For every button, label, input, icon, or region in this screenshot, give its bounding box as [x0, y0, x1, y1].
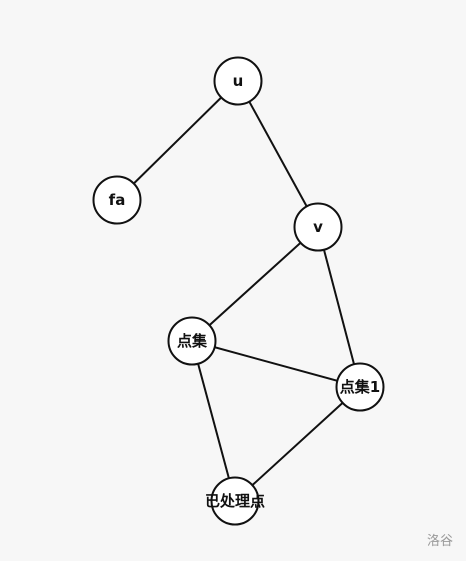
- edge-v-dianji: [191, 226, 319, 342]
- node-dianji1: 点集1: [335, 362, 385, 412]
- node-circle-u: [213, 56, 263, 106]
- node-label-v: v: [313, 218, 323, 236]
- edge-v-dianji1: [317, 226, 361, 388]
- node-circle-v: [293, 202, 343, 252]
- watermark-text: 洛谷: [426, 534, 453, 549]
- node-fa: fa: [92, 175, 142, 225]
- node-label-dianji1: 点集1: [340, 378, 380, 396]
- node-circle-dianji: [167, 316, 217, 366]
- node-u: u: [213, 56, 263, 106]
- edge-u-v: [237, 80, 319, 228]
- node-yichulidian: 已处理点: [205, 476, 265, 526]
- node-label-fa: fa: [109, 191, 126, 209]
- edge-u-fa: [116, 80, 239, 201]
- node-label-yichulidian: 已处理点: [205, 492, 265, 510]
- node-circle-yichulidian: [210, 476, 260, 526]
- edge-dianji-dianji1: [191, 340, 361, 388]
- edge-dianji-yichulidian: [191, 340, 236, 502]
- node-label-u: u: [233, 72, 244, 90]
- node-label-dianji: 点集: [177, 332, 208, 350]
- graph-edges: [116, 80, 361, 502]
- node-dianji: 点集: [167, 316, 217, 366]
- node-circle-dianji1: [335, 362, 385, 412]
- edge-dianji1-yichulidian: [234, 386, 361, 502]
- node-v: v: [293, 202, 343, 252]
- node-circle-fa: [92, 175, 142, 225]
